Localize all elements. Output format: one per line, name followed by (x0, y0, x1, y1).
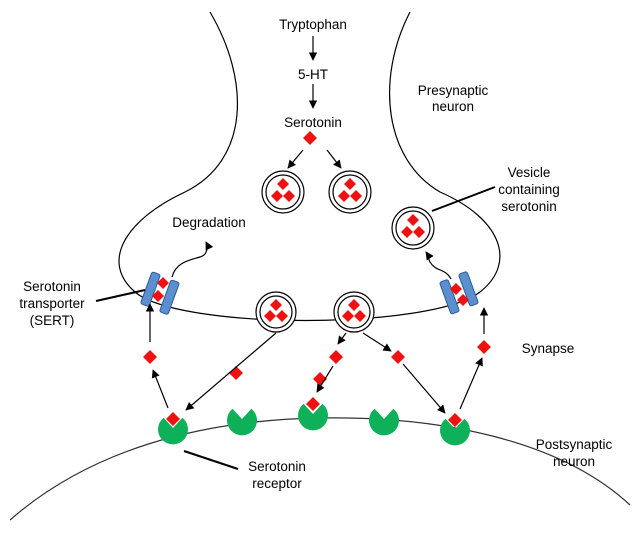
vesicle-fusing-right (333, 291, 375, 333)
label-vesicle-line1: Vesicle (508, 165, 551, 180)
serotonin-molecule (448, 413, 462, 427)
serotonin-molecule (342, 310, 354, 322)
serotonin-molecule (306, 397, 320, 411)
serotonin-molecule (350, 190, 362, 202)
sert-left (140, 271, 180, 315)
label-transporter-line1: Serotonin (23, 279, 81, 294)
label-presynaptic-line2: neuron (432, 99, 474, 114)
sert-right (439, 271, 479, 315)
vesicle-top-left (261, 170, 305, 214)
serotonin-receptor-3 (298, 403, 329, 431)
serotonin-molecule (391, 350, 405, 364)
serotonin-molecule (338, 190, 350, 202)
label-vesicle-line2: containing (498, 182, 560, 197)
arrow-serotonin-to-vesicle-left (287, 149, 304, 169)
serotonin-molecule (270, 299, 282, 311)
serotonin-molecule (477, 340, 491, 354)
synapse-arrows (145, 241, 489, 414)
label-vesicle-line3: serotonin (501, 199, 557, 214)
serotonin-molecule (450, 283, 462, 295)
vesicle-top-right (328, 170, 372, 214)
postsynaptic-membrane (9, 417, 631, 521)
serotonin-molecule (348, 299, 360, 311)
label-serotonin: Serotonin (284, 115, 342, 130)
arrow-serotonin-to-vesicle-right (326, 149, 342, 169)
label-receptor-line1: Serotonin (248, 459, 306, 474)
serotonin-molecule (166, 412, 180, 426)
serotonin-molecule (152, 290, 164, 302)
label-synapse: Synapse (522, 341, 575, 356)
serotonin-molecule (413, 226, 425, 238)
serotonin-molecule (329, 350, 343, 364)
label-tryptophan: Tryptophan (279, 17, 347, 32)
serotonin-molecule (407, 214, 419, 226)
serotonin-molecule (344, 178, 356, 190)
serotonin-receptor-4 (369, 408, 400, 436)
label-postsynaptic-line2: neuron (553, 454, 595, 469)
label-postsynaptic-line1: Postsynaptic (536, 437, 613, 452)
serotonin-molecule (354, 310, 366, 322)
serotonin-molecule (271, 190, 283, 202)
serotonin-molecule (277, 178, 289, 190)
serotonin-molecule (457, 294, 469, 306)
label-transporter-line2: transporter (19, 296, 85, 311)
serotonin-molecule (229, 366, 243, 380)
serotonin-receptor-2 (227, 408, 258, 436)
leader-transporter (95, 289, 146, 302)
presynaptic-membrane (118, 11, 501, 322)
vesicle-fusing-left (255, 291, 297, 333)
serotonin-molecule (264, 310, 276, 322)
serotonin-receptor-1 (158, 417, 188, 445)
serotonin-molecule (303, 131, 317, 145)
serotonin-molecules (143, 131, 491, 427)
label-degradation: Degradation (172, 215, 246, 230)
serotonin-molecule (283, 190, 295, 202)
serotonin-receptor-5 (440, 418, 471, 446)
serotonin-molecule (401, 226, 413, 238)
leader-receptor (183, 450, 239, 470)
serotonin-molecule (157, 277, 169, 289)
label-transporter-line3: (SERT) (30, 313, 75, 328)
label-presynaptic-line1: Presynaptic (418, 83, 489, 98)
label-receptor-line2: receptor (252, 476, 302, 491)
serotonin-molecule (143, 350, 157, 364)
serotonin-molecule (276, 310, 288, 322)
vesicle-labeled (391, 206, 435, 250)
label-5ht: 5-HT (298, 67, 328, 82)
leader-vesicle (431, 186, 496, 212)
